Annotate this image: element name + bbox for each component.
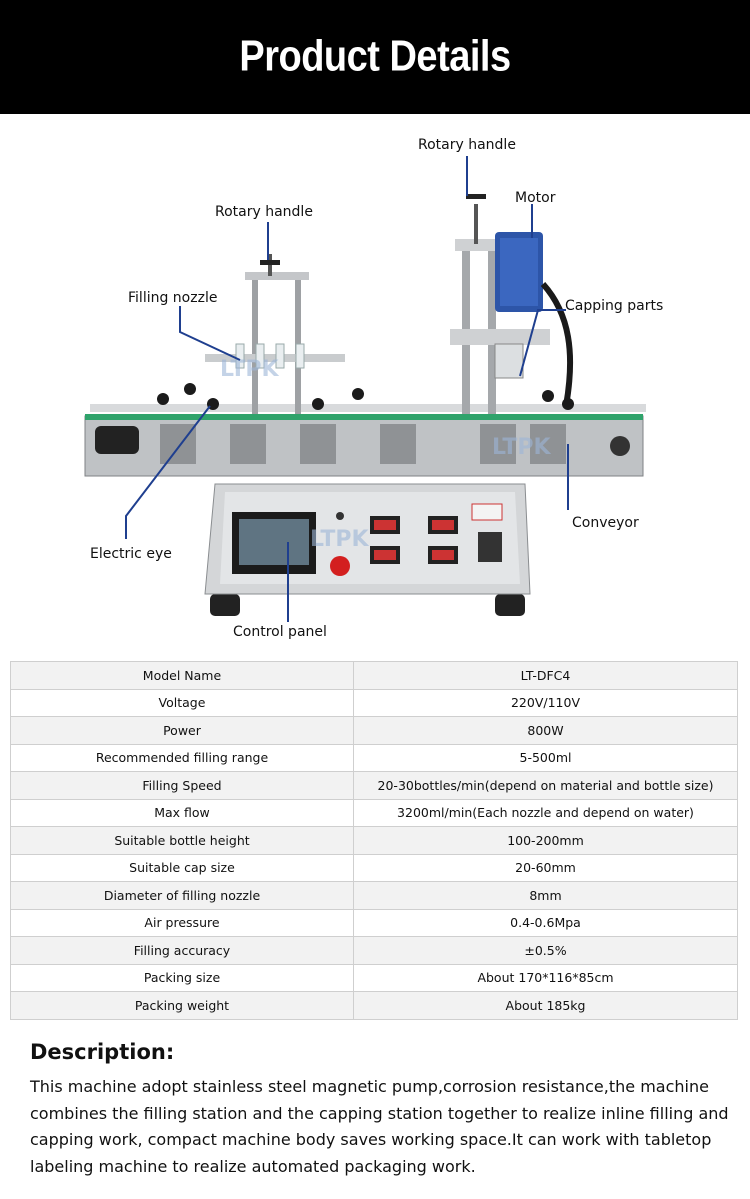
spec-label: Filling Speed (10, 771, 354, 800)
spec-label: Model Name (10, 661, 354, 690)
callout-line-capping (519, 309, 566, 377)
watermark-right: LTPK (492, 435, 552, 460)
page-title: Product Details (239, 32, 511, 81)
callout-rotary-handle-left: Rotary handle (215, 204, 313, 220)
table-row: Filling accuracy±0.5% (10, 936, 738, 965)
spec-label: Voltage (10, 688, 354, 717)
machine-figure: LTPK LTPK LTPK Rotary handle Motor Rotar… (0, 114, 750, 656)
callout-motor: Motor (515, 190, 556, 206)
spec-value: 8mm (353, 881, 738, 910)
spec-value: 100-200mm (353, 826, 738, 855)
callout-rotary-handle-right: Rotary handle (418, 137, 516, 153)
spec-label: Power (10, 716, 354, 745)
spec-label: Recommended filling range (10, 743, 354, 772)
spec-value: 0.4-0.6Mpa (353, 908, 738, 937)
spec-value: 220V/110V (353, 688, 738, 717)
spec-value: About 170*116*85cm (353, 963, 738, 992)
spec-label: Packing weight (10, 991, 354, 1020)
watermark-panel: LTPK (310, 527, 370, 552)
machine-illustration: LTPK LTPK LTPK (84, 156, 646, 622)
callout-line-nozzle (179, 306, 241, 361)
description-heading: Description: (30, 1040, 175, 1064)
spec-label: Max flow (10, 798, 354, 827)
spec-value: LT-DFC4 (353, 661, 738, 690)
spec-label: Suitable cap size (10, 853, 354, 882)
callout-conveyor: Conveyor (572, 515, 639, 531)
spec-label: Packing size (10, 963, 354, 992)
description-text: This machine adopt stainless steel magne… (30, 1077, 729, 1176)
spec-label: Air pressure (10, 908, 354, 937)
callout-electric-eye: Electric eye (90, 546, 172, 562)
spec-value: 800W (353, 716, 738, 745)
page-header: Product Details (0, 0, 750, 114)
watermark-left: LTPK (220, 357, 280, 382)
spec-value: ±0.5% (353, 936, 738, 965)
spec-value: 20-60mm (353, 853, 738, 882)
spec-label: Diameter of filling nozzle (10, 881, 354, 910)
spec-label: Suitable bottle height (10, 826, 354, 855)
callout-filling-nozzle: Filling nozzle (128, 290, 218, 306)
callout-capping-parts: Capping parts (565, 298, 664, 314)
spec-label: Filling accuracy (10, 936, 354, 965)
spec-value: 5-500ml (353, 743, 738, 772)
spec-value: About 185kg (353, 991, 738, 1020)
spec-value: 3200ml/min(Each nozzle and depend on wat… (353, 798, 738, 827)
callout-line-eye (125, 405, 211, 539)
spec-value: 20-30bottles/min(depend on material and … (353, 771, 738, 800)
callout-control-panel: Control panel (233, 624, 327, 640)
